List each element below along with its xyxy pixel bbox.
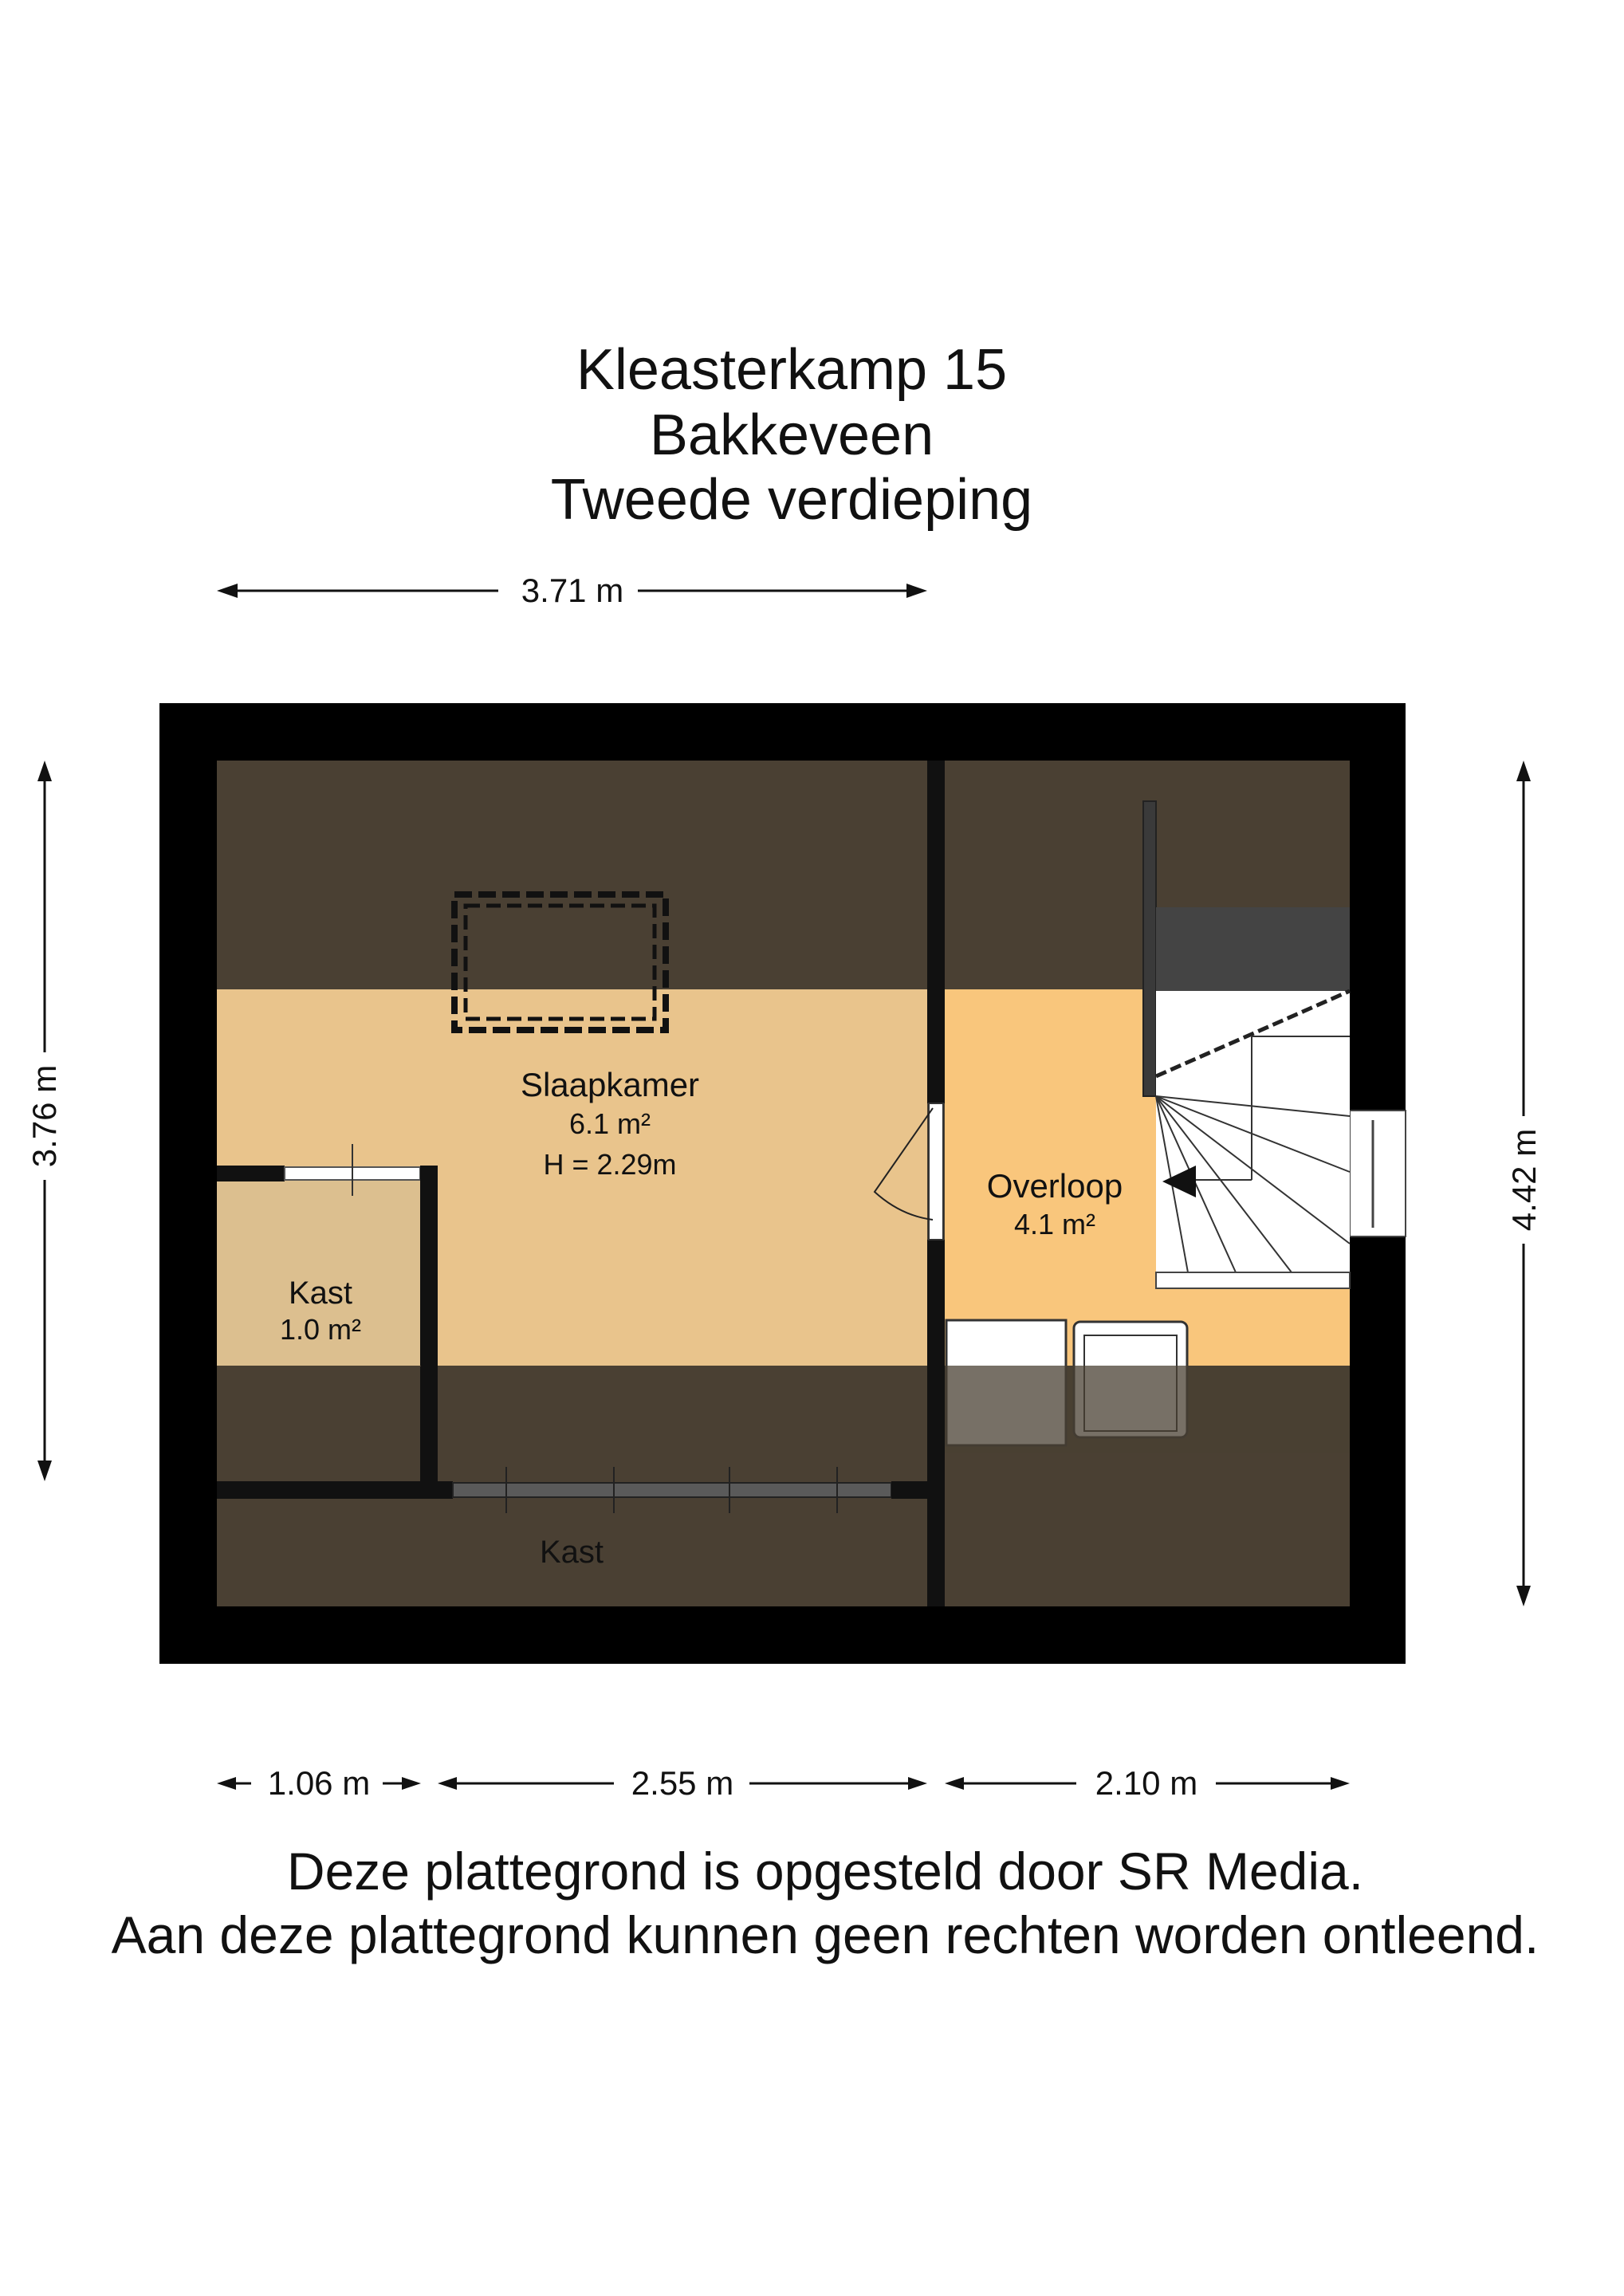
title-floor: Tweede verdieping — [551, 468, 1032, 532]
room-label-kast-small: Kast — [289, 1276, 352, 1311]
room-area-kast-small: 1.0 m² — [280, 1313, 361, 1346]
skylight-inner — [463, 903, 657, 1021]
interior-wall-divider-top — [927, 761, 945, 1103]
window-right — [1349, 1110, 1406, 1237]
dimension-bottom — [217, 1777, 1350, 1790]
stair-direction-arrow — [1162, 1166, 1196, 1197]
dimension-right-label: 4.42 m — [1505, 1129, 1543, 1231]
title-block: Kleasterkamp 15 Bakkeveen Tweede verdiep… — [551, 338, 1032, 532]
dimension-top — [217, 584, 927, 598]
skylight — [451, 891, 669, 1033]
room-label-kast-bottom: Kast — [540, 1535, 604, 1570]
title-city: Bakkeveen — [650, 403, 934, 467]
door-swing — [873, 1107, 934, 1221]
footer-line-2: Aan deze plattegrond kunnen geen rechten… — [112, 1905, 1539, 1964]
dimension-bottom-3: 2.10 m — [1095, 1764, 1197, 1802]
staircase — [1142, 800, 1351, 1289]
dimension-left-label: 3.76 m — [26, 1065, 63, 1167]
dimension-top-label: 3.71 m — [521, 572, 623, 609]
dimension-left — [37, 761, 52, 1481]
door[interactable] — [928, 1103, 944, 1240]
footer-line-1: Deze plattegrond is opgesteld door SR Me… — [287, 1842, 1363, 1901]
room-label-overloop: Overloop — [987, 1167, 1123, 1205]
dimension-right — [1516, 761, 1531, 1606]
room-label-slaapkamer: Slaapkamer — [521, 1066, 699, 1103]
interior-wall-divider-bottom — [927, 1240, 945, 1606]
kast-wall-top — [217, 1166, 285, 1181]
kast-bottom-wall-left — [217, 1481, 453, 1499]
kast-bottom-sliding-doors[interactable] — [452, 1482, 892, 1498]
title-address: Kleasterkamp 15 — [576, 338, 1007, 402]
room-area-overloop: 4.1 m² — [1014, 1208, 1095, 1240]
room-height-slaapkamer: H = 2.29m — [543, 1148, 676, 1181]
room-kast-small — [217, 1180, 421, 1366]
dimension-bottom-2: 2.55 m — [631, 1764, 733, 1802]
kast-wall-side — [420, 1166, 438, 1484]
dimension-bottom-1: 1.06 m — [268, 1764, 370, 1802]
room-area-slaapkamer: 6.1 m² — [569, 1107, 651, 1140]
